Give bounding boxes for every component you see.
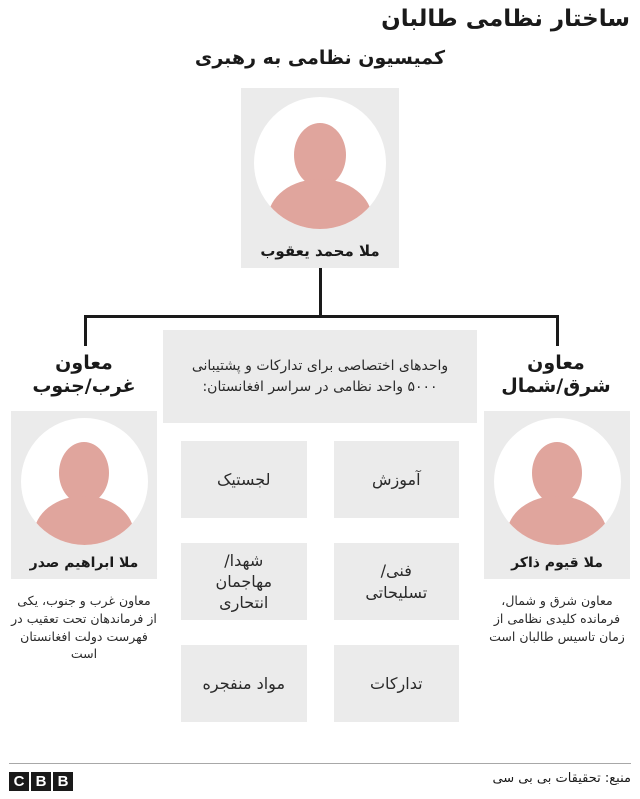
deputy-west-south-card: ملا ابراهیم صدر [11, 411, 157, 579]
bbc-logo: B B C [9, 772, 73, 791]
specialised-units-intro-box: واحدهای اختصاصی برای تدارکات و پشتیبانی … [163, 330, 477, 423]
avatar [20, 418, 148, 545]
deputy-east-north-card: ملا قیوم ذاکر [484, 411, 630, 579]
connector-left-drop [84, 315, 87, 346]
source-attribution: منبع: تحقیقات بی بی سی [492, 771, 631, 786]
bbc-logo-letter-3: C [9, 772, 29, 791]
avatar-body-icon [506, 496, 607, 545]
unit-box: لجستیک [181, 441, 307, 518]
unit-box: مواد منفجره [181, 645, 307, 722]
unit-box: تدارکات [333, 645, 459, 722]
avatar [493, 418, 621, 545]
unit-box: شهدا/ مهاجمان انتحاری [181, 543, 307, 620]
avatar-head-icon [58, 442, 109, 504]
connector-right-drop [556, 315, 559, 346]
avatar-head-icon [531, 442, 582, 504]
unit-grid: آموزش لجستیک فنی/ تسلیحاتی شهدا/ مهاجمان… [181, 441, 459, 722]
branch-label-east-north: معاون شرق/شمال [501, 352, 611, 398]
leader-avatar-wrap [241, 97, 399, 229]
deputy-west-south-name: ملا ابراهیم صدر [29, 555, 139, 571]
deputy-east-north-avatar-wrap [484, 418, 630, 545]
deputy-west-south-avatar-wrap [11, 418, 157, 545]
leader-name: ملا محمد یعقوب [260, 242, 380, 260]
connector-stub-vertical [319, 268, 322, 317]
connector-horizontal [84, 315, 559, 318]
unit-box: فنی/ تسلیحاتی [333, 543, 459, 620]
avatar [254, 97, 386, 229]
avatar-body-icon [33, 496, 134, 545]
avatar-body-icon [268, 179, 372, 229]
unit-box: آموزش [333, 441, 459, 518]
branch-label-west-south: معاون غرب/جنوب [32, 352, 136, 398]
page-title: ساختار نظامی طالبان [381, 6, 630, 32]
leader-card: ملا محمد یعقوب [241, 88, 399, 268]
deputy-east-north-description: معاون شرق و شمال، فرمانده کلیدی نظامی از… [489, 593, 625, 644]
bbc-logo-letter-2: B [31, 772, 51, 791]
footer-divider [9, 763, 631, 764]
deputy-east-north-name: ملا قیوم ذاکر [511, 555, 603, 571]
deputy-west-south-description: معاون غرب و جنوب، یکی از فرماندهان تحت ت… [11, 593, 157, 662]
bbc-logo-letter-1: B [53, 772, 73, 791]
avatar-head-icon [294, 123, 346, 187]
specialised-units-intro-text: واحدهای اختصاصی برای تدارکات و پشتیبانی … [191, 357, 449, 395]
page-subtitle: کمیسیون نظامی به رهبری [194, 47, 446, 69]
